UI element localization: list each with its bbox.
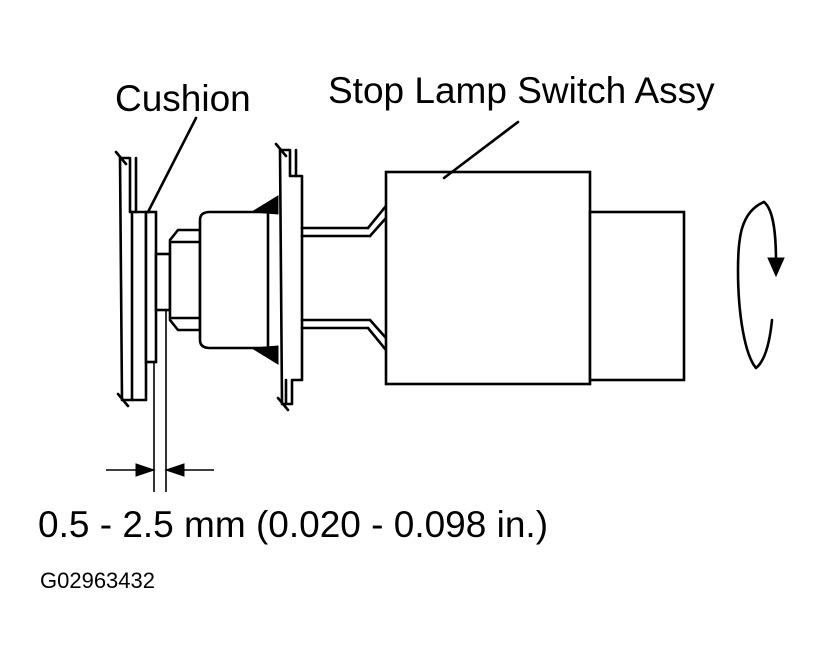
cushion-label: Cushion xyxy=(115,78,251,119)
front-nut xyxy=(198,195,279,365)
threaded-shaft xyxy=(300,204,388,352)
pedal-plate xyxy=(114,150,148,408)
rotation-arrow-icon xyxy=(736,200,785,370)
switch-bracket xyxy=(274,142,304,412)
cushion-leader xyxy=(146,116,198,214)
switch-body xyxy=(384,170,686,386)
clearance-dimension xyxy=(106,310,214,492)
switch-leader xyxy=(442,120,520,180)
cushion xyxy=(144,210,158,364)
switch-plunger xyxy=(154,228,202,332)
figure-code: G02963432 xyxy=(40,568,155,593)
clearance-label: 0.5 - 2.5 mm (0.020 - 0.098 in.) xyxy=(38,504,549,545)
switch-assy-label: Stop Lamp Switch Assy xyxy=(328,70,715,111)
